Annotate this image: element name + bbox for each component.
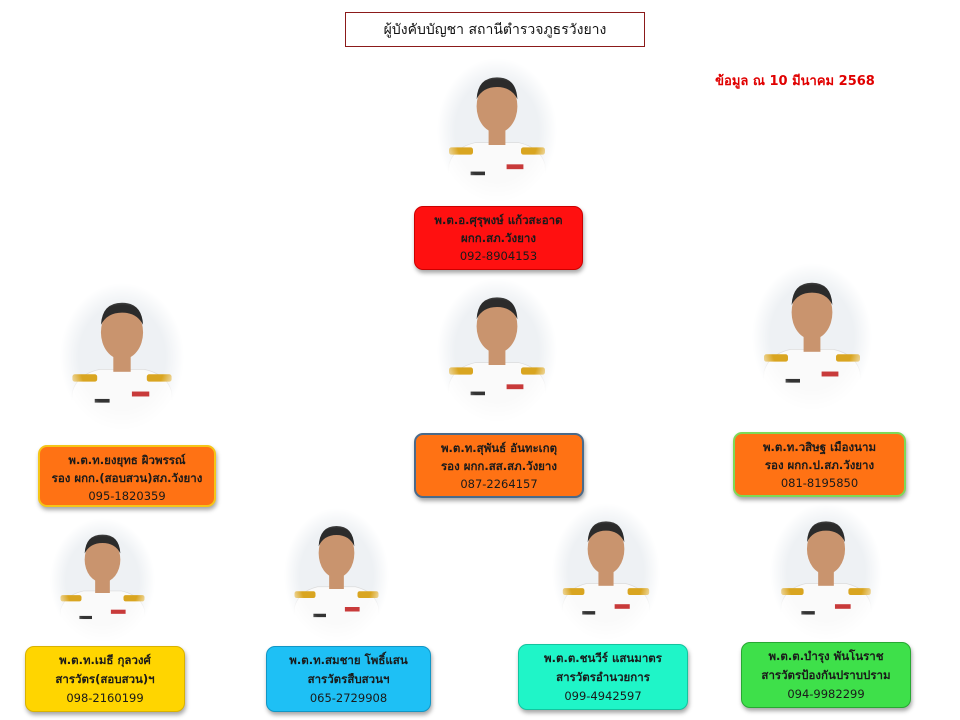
officer-position: รอง ผกก.(สอบสวน)สภ.วังยาง: [51, 471, 203, 485]
officer-phone: 095-1820359: [88, 489, 166, 503]
officer-position: รอง ผกก.ป.สภ.วังยาง: [764, 458, 875, 472]
officer-photo: [770, 503, 882, 642]
officer-card: พ.ต.ท.เมธี กุลวงศ์ สารวัตร(สอบสวน)ฯ 098-…: [25, 646, 185, 712]
officer-name: พ.ต.ต.ชนวีร์ แสนมาตร: [544, 651, 662, 666]
officer-position: สารวัตร(สอบสวน)ฯ: [55, 671, 155, 686]
officer-phone: 098-2160199: [66, 690, 144, 705]
officer-card: พ.ต.ท.วสิษฐ เมืองนาม รอง ผกก.ป.สภ.วังยาง…: [733, 432, 906, 497]
officer-photo: [284, 508, 389, 644]
officer-name: พ.ต.ท.สุพันธ์ อันทะเกตุ: [440, 441, 558, 455]
officer-card: พ.ต.อ.ศุรุพงษ์ แก้วสะอาด ผกก.สภ.วังยาง 0…: [414, 206, 583, 270]
officer-phone: 094-9982299: [787, 686, 865, 701]
officer-photo: [752, 263, 872, 412]
officer-name: พ.ต.ต.บำรุง พันโนราช: [768, 649, 884, 664]
officer-photo: [437, 58, 557, 204]
officer-photo: [50, 518, 155, 644]
officer-position: สารวัตรสืบสวนฯ: [307, 671, 390, 686]
officer-card: พ.ต.ท.สุพันธ์ อันทะเกตุ รอง ผกก.สส.สภ.วั…: [414, 433, 584, 498]
officer-phone: 099-4942597: [564, 688, 642, 703]
officer-name: พ.ต.อ.ศุรุพงษ์ แก้วสะอาด: [434, 213, 563, 227]
officer-phone: 087-2264157: [460, 477, 538, 491]
officer-card: พ.ต.ท.ยงยุทธ ผิวพรรณ์ รอง ผกก.(สอบสวน)สภ…: [38, 445, 216, 507]
officer-card: พ.ต.ท.สมชาย โพธิ์แสน สารวัตรสืบสวนฯ 065-…: [266, 646, 431, 712]
officer-photo: [60, 283, 184, 432]
officer-position: สารวัตรป้องกันปราบปราม: [761, 667, 891, 682]
officer-name: พ.ต.ท.เมธี กุลวงศ์: [59, 653, 151, 668]
officer-card: พ.ต.ต.ชนวีร์ แสนมาตร สารวัตรอำนวยการ 099…: [518, 644, 688, 710]
date-note: ข้อมูล ณ 10 มีนาคม 2568: [715, 74, 875, 89]
officer-phone: 092-8904153: [459, 249, 538, 263]
officer-phone: 065-2729908: [309, 690, 388, 705]
officer-card: พ.ต.ต.บำรุง พันโนราช สารวัตรป้องกันปราบป…: [741, 642, 911, 708]
officer-position: รอง ผกก.สส.สภ.วังยาง: [441, 459, 557, 473]
officer-position: สารวัตรอำนวยการ: [556, 669, 650, 684]
page-title: ผู้บังคับบัญชา สถานีตำรวจภูธรวังยาง: [345, 12, 645, 47]
officer-name: พ.ต.ท.วสิษฐ เมืองนาม: [762, 440, 877, 454]
officer-photo: [552, 503, 660, 642]
officer-name: พ.ต.ท.ยงยุทธ ผิวพรรณ์: [68, 453, 186, 467]
officer-phone: 081-8195850: [780, 476, 859, 490]
officer-position: ผกก.สภ.วังยาง: [461, 231, 536, 245]
officer-photo: [437, 278, 557, 424]
officer-name: พ.ต.ท.สมชาย โพธิ์แสน: [289, 653, 408, 668]
